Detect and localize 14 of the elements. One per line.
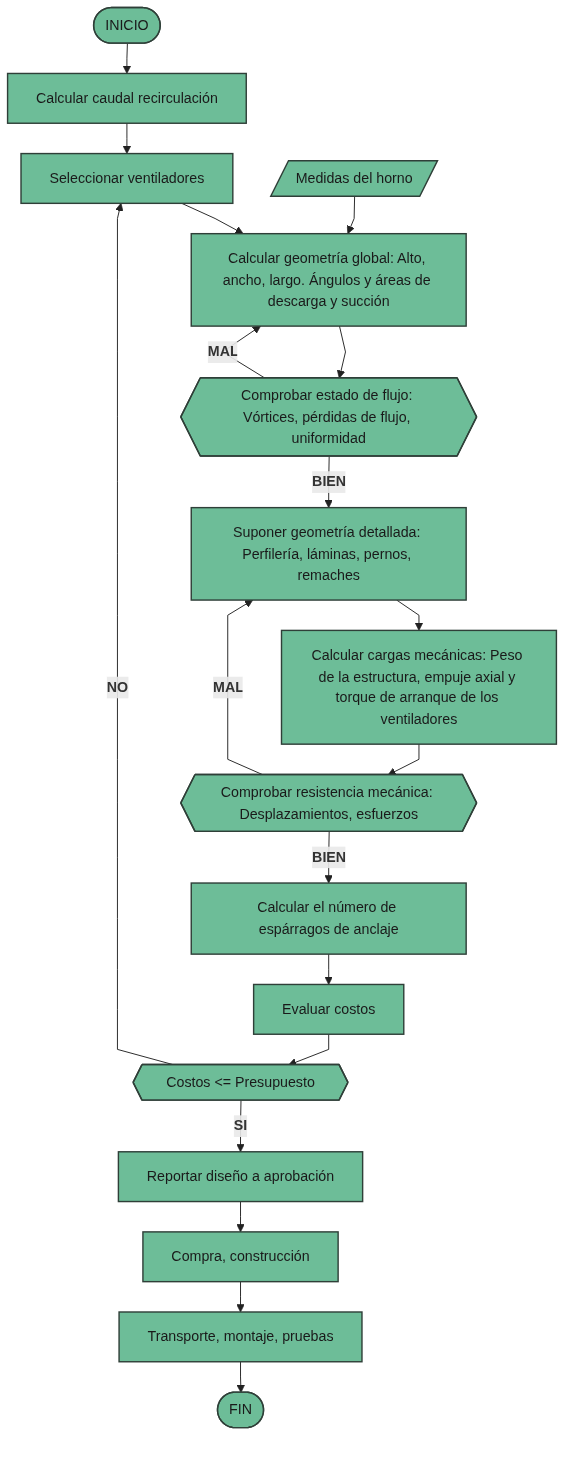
node-box: Compra, construcción	[142, 1231, 339, 1283]
edge-label: SI	[233, 1117, 248, 1134]
node-box: Calcular cargas mecánicas: Peso de la estructura, empuje axial y torque de arranque de los ventiladores	[280, 629, 558, 745]
edge-label: BIEN	[312, 473, 347, 490]
edge-label: BIEN	[312, 848, 347, 865]
edge-label: NO	[106, 678, 129, 695]
node-box: Reportar diseño a aprobación	[117, 1151, 364, 1203]
node-box: Evaluar costos	[252, 983, 405, 1035]
node-box: Calcular caudal recirculación	[6, 72, 247, 124]
node-box: Transporte, montaje, pruebas	[118, 1311, 363, 1363]
node-box: Seleccionar ventiladores	[20, 152, 234, 205]
node-box: Calcular el número de espárragos de anclaje	[190, 882, 467, 955]
node-box: Calcular geometría global: Alto, ancho, largo. Ángulos y áreas de descarga y succión	[190, 232, 467, 327]
node-box: Suponer geometría detallada: Perfilería, láminas, pernos, remaches	[190, 506, 467, 601]
